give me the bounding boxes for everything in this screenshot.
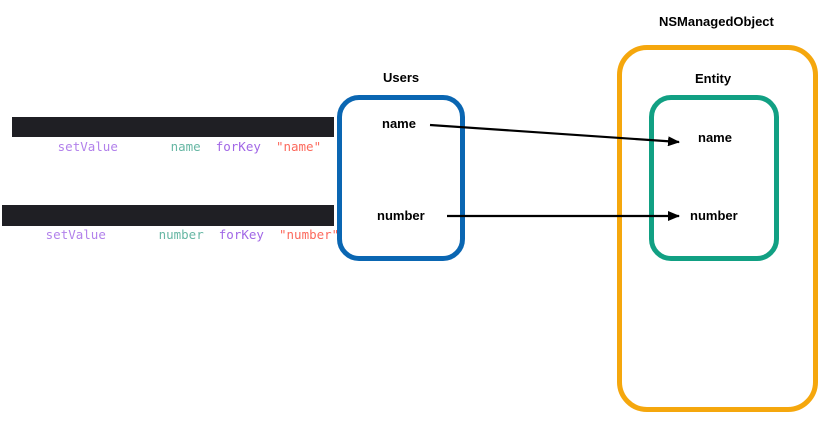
code-line-name: user.setValue(users.name, forKey: "name"… bbox=[12, 117, 334, 154]
code-token-paren-open: ( bbox=[105, 227, 114, 242]
code-token-key-string: "number" bbox=[279, 227, 340, 242]
entity-field-name: name bbox=[698, 130, 732, 145]
entity-box bbox=[649, 95, 779, 261]
entity-title: Entity bbox=[695, 71, 732, 86]
managed-object-title: NSManagedObject bbox=[659, 14, 774, 29]
code-token-key-label: forKey bbox=[215, 139, 261, 154]
code-token-colon: : bbox=[263, 227, 279, 242]
managed-object-box bbox=[617, 45, 818, 412]
users-title: Users bbox=[383, 70, 420, 85]
code-token-paren-close: ) bbox=[321, 139, 329, 154]
code-token-paren-close: ) bbox=[339, 227, 347, 242]
code-token-paren-open: ( bbox=[117, 139, 126, 154]
code-token-key-label: forKey bbox=[218, 227, 264, 242]
code-token-dot: . bbox=[38, 227, 46, 242]
code-token-colon: : bbox=[260, 139, 276, 154]
users-field-name: name bbox=[382, 116, 416, 131]
code-token-arg-object: users bbox=[113, 227, 152, 242]
entity-field-number: number bbox=[690, 208, 738, 223]
code-token-object: user bbox=[20, 139, 51, 154]
code-line-number: user.setValue(users.number, forKey: "num… bbox=[2, 205, 347, 242]
code-token-method: setValue bbox=[45, 227, 106, 242]
code-token-dot: . bbox=[151, 227, 159, 242]
users-field-number: number bbox=[377, 208, 425, 223]
code-token-object: user bbox=[8, 227, 39, 242]
code-token-arg-object: users bbox=[125, 139, 164, 154]
code-token-comma: , bbox=[200, 139, 216, 154]
code-token-arg-property: number bbox=[158, 227, 204, 242]
code-token-dot: . bbox=[163, 139, 171, 154]
users-box bbox=[337, 95, 465, 261]
code-token-dot: . bbox=[50, 139, 58, 154]
code-token-method: setValue bbox=[57, 139, 118, 154]
code-token-comma: , bbox=[203, 227, 219, 242]
code-token-key-string: "name" bbox=[275, 139, 322, 154]
code-token-arg-property: name bbox=[170, 139, 201, 154]
arrow-name-mapping bbox=[429, 123, 680, 147]
